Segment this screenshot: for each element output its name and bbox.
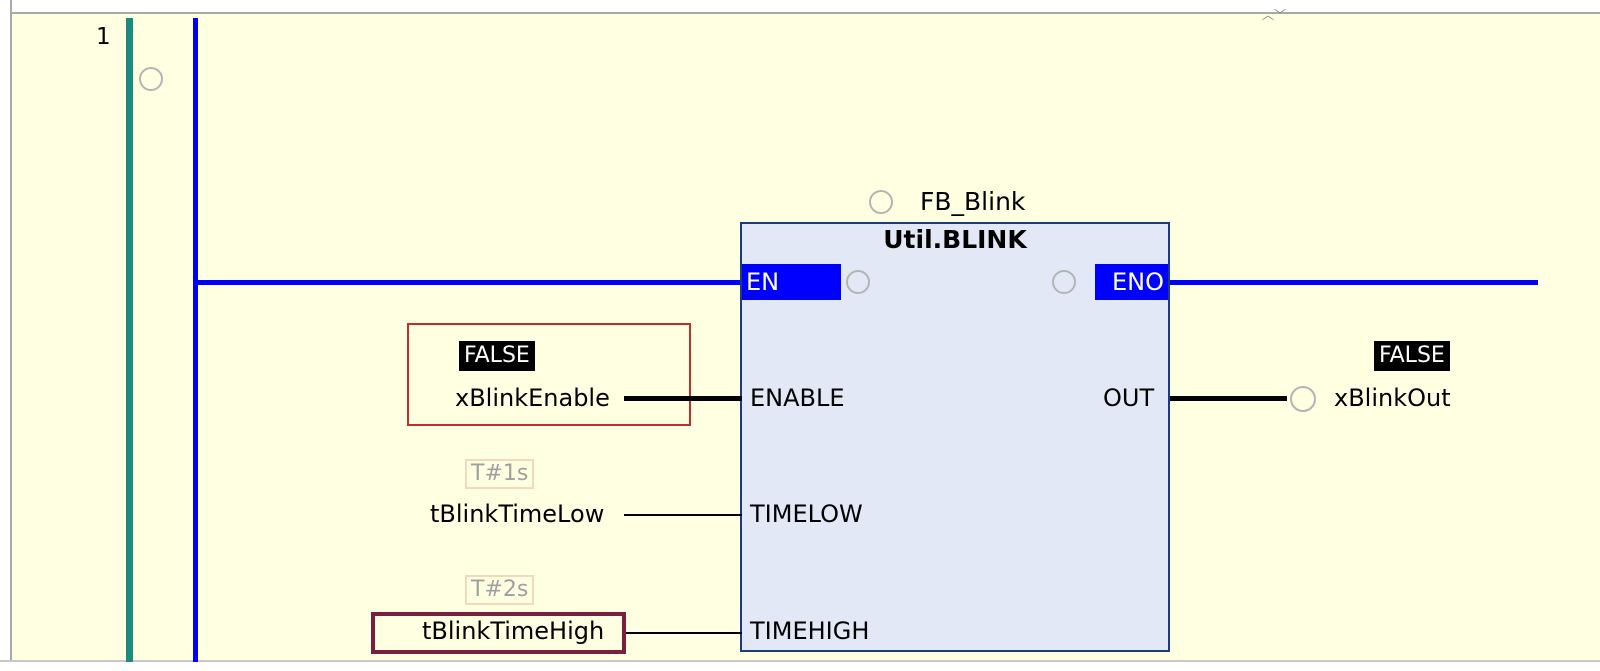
timelow-wire	[624, 514, 742, 516]
enable-selection-frame	[407, 323, 691, 426]
timelow-variable[interactable]: tBlinkTimeLow	[430, 500, 605, 528]
fb-type-name: Util.BLINK	[883, 225, 1027, 254]
timehigh-wire	[626, 632, 742, 634]
out-online-value: FALSE	[1374, 341, 1450, 371]
pin-eno[interactable]: ENO	[1095, 264, 1168, 300]
timehigh-selection-frame	[371, 612, 626, 654]
eno-breakpoint-circle-icon[interactable]	[1052, 270, 1076, 294]
pin-en[interactable]: EN	[742, 264, 841, 300]
splitter-arrows-icon[interactable]: ︿﹀	[1262, 8, 1287, 22]
out-wire	[1170, 396, 1287, 401]
network-breakpoint-circle-icon[interactable]	[139, 67, 163, 91]
timehigh-variable[interactable]: tBlinkTimeHigh	[422, 617, 605, 645]
enable-variable[interactable]: xBlinkEnable	[455, 384, 610, 412]
pin-timehigh[interactable]: TIMEHIGH	[750, 617, 870, 645]
eno-power-line	[1170, 280, 1538, 285]
out-variable[interactable]: xBlinkOut	[1334, 384, 1451, 412]
editor-bottom-frame	[0, 660, 1600, 671]
editor-top-frame	[0, 0, 1600, 14]
instance-breakpoint-circle-icon[interactable]	[869, 190, 893, 214]
pin-out[interactable]: OUT	[1103, 384, 1155, 412]
fb-instance-name[interactable]: FB_Blink	[920, 187, 1026, 216]
en-power-line	[198, 280, 742, 285]
power-rail	[193, 18, 198, 662]
pin-timelow[interactable]: TIMELOW	[750, 500, 863, 528]
network-left-rail	[126, 18, 133, 662]
editor-left-frame	[0, 0, 12, 669]
network-number: 1	[96, 24, 111, 50]
out-coil-circle-icon[interactable]	[1290, 386, 1316, 412]
en-breakpoint-circle-icon[interactable]	[846, 270, 870, 294]
timehigh-online-value: T#2s	[465, 575, 535, 605]
enable-wire	[624, 396, 742, 401]
enable-online-value: FALSE	[459, 341, 535, 371]
timelow-online-value: T#1s	[465, 459, 535, 489]
pin-enable[interactable]: ENABLE	[750, 384, 845, 412]
